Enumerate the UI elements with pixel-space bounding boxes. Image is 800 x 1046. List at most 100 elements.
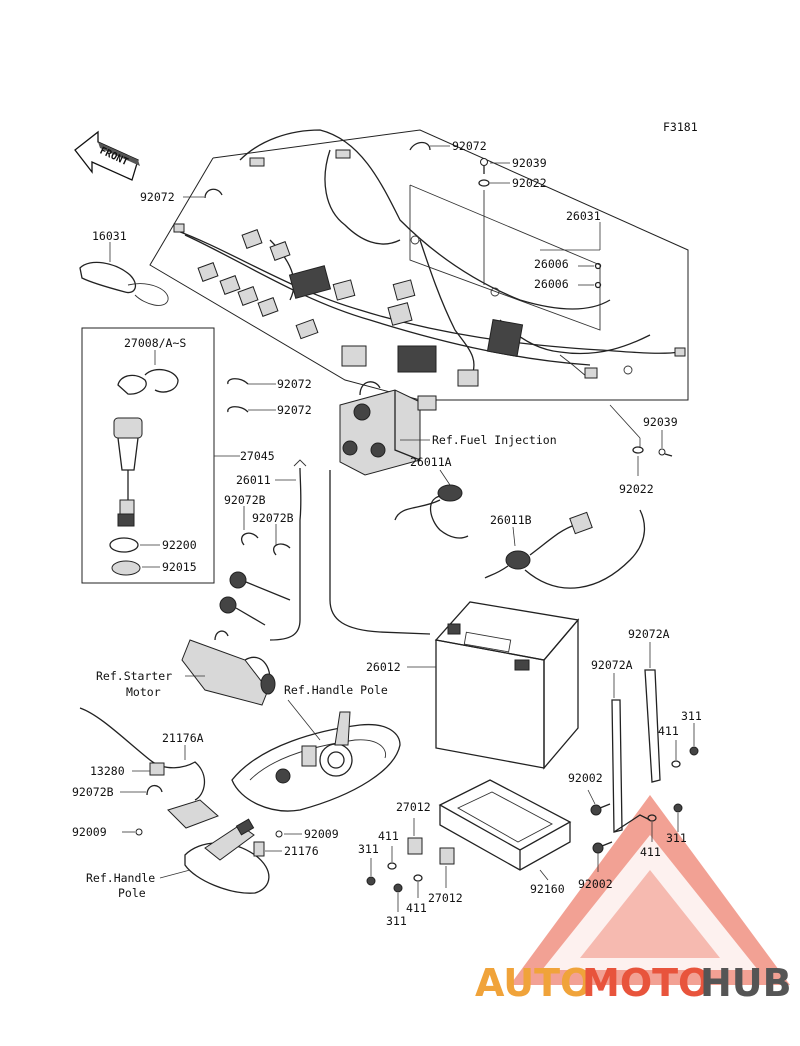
label-92039-top: 92039 bbox=[512, 156, 547, 170]
label-92200: 92200 bbox=[162, 538, 197, 552]
nut-311-a bbox=[689, 746, 699, 756]
label-ref-starter-motor-1: Ref.Starter bbox=[96, 669, 172, 683]
label-411-b: 411 bbox=[640, 845, 661, 859]
label-92022-top: 92022 bbox=[512, 176, 547, 190]
label-27045: 27045 bbox=[240, 449, 275, 463]
battery-tray-92160 bbox=[438, 779, 572, 871]
label-27012-a: 27012 bbox=[396, 800, 431, 814]
battery-26012 bbox=[434, 601, 580, 770]
bolt-26006-b bbox=[594, 281, 602, 289]
label-16031: 16031 bbox=[92, 229, 127, 243]
label-26011a: 26011A bbox=[410, 455, 452, 469]
switch-21176 bbox=[253, 841, 265, 857]
washer-411-d bbox=[413, 874, 423, 882]
bolt-92039-right bbox=[658, 448, 673, 457]
label-13280: 13280 bbox=[90, 764, 125, 778]
label-92072-mid1: 92072 bbox=[277, 377, 312, 391]
nut-311-d bbox=[673, 803, 683, 813]
bracket-92009 bbox=[167, 799, 219, 829]
battery-cable-26011b bbox=[484, 509, 646, 589]
battery-cable-26011a bbox=[394, 484, 469, 539]
label-311-d: 311 bbox=[666, 831, 687, 845]
main-wiring-harness bbox=[149, 129, 689, 401]
battery-cable-26011 bbox=[269, 459, 431, 641]
label-ref-handle-pole-a: Ref.Handle Pole bbox=[284, 683, 388, 697]
handle-pole-upper bbox=[231, 711, 401, 812]
clamp-92072b-a bbox=[241, 532, 259, 546]
label-92039-right: 92039 bbox=[643, 415, 678, 429]
screw-92009-b bbox=[275, 830, 283, 838]
label-92072b-b: 92072B bbox=[252, 511, 294, 525]
watermark-moto: MOTO bbox=[582, 961, 710, 1005]
bracket-27012-a bbox=[407, 837, 423, 855]
grommet-13280 bbox=[149, 762, 165, 776]
label-92072-top: 92072 bbox=[452, 139, 487, 153]
bracket-27012-b bbox=[439, 847, 455, 865]
watermark-auto: AUTO bbox=[475, 961, 592, 1005]
clamp-92072b-c bbox=[146, 784, 163, 796]
strap-92072a-b bbox=[611, 699, 651, 833]
label-92002-b: 92002 bbox=[578, 877, 613, 891]
label-411-d: 411 bbox=[406, 901, 427, 915]
label-411-a: 411 bbox=[658, 724, 679, 738]
clamp-92072-left bbox=[204, 188, 223, 199]
label-ref-handle-pole-2: Pole bbox=[118, 886, 146, 900]
bolt-26006-a bbox=[594, 262, 602, 270]
label-92009-a: 92009 bbox=[72, 825, 107, 839]
front-arrow-icon: FRONT bbox=[74, 130, 140, 181]
label-ref-handle-pole-1: Ref.Handle bbox=[86, 871, 155, 885]
clamp-92072b-b bbox=[273, 543, 291, 556]
screw-92009-a bbox=[135, 828, 143, 836]
nut-92015 bbox=[111, 560, 141, 576]
label-92072b-c: 92072B bbox=[72, 785, 114, 799]
label-26006-b: 26006 bbox=[534, 277, 569, 291]
label-26012: 26012 bbox=[366, 660, 401, 674]
watermark-hub: HUB bbox=[700, 961, 792, 1005]
label-92072a-a: 92072A bbox=[628, 627, 670, 641]
label-411-c: 411 bbox=[378, 829, 399, 843]
label-26011b: 26011B bbox=[490, 513, 532, 527]
washer-92200 bbox=[109, 537, 139, 553]
label-92009-b: 92009 bbox=[304, 827, 339, 841]
label-92072a-b: 92072A bbox=[591, 658, 633, 672]
label-26011: 26011 bbox=[236, 473, 271, 487]
label-21176a: 21176A bbox=[162, 731, 204, 745]
key-fob-16031 bbox=[79, 261, 169, 306]
ignition-switch-box bbox=[81, 327, 215, 584]
bolt-92002-a bbox=[590, 803, 611, 816]
label-92015: 92015 bbox=[162, 560, 197, 574]
label-92160: 92160 bbox=[530, 882, 565, 896]
label-21176: 21176 bbox=[284, 844, 319, 858]
starter-motor bbox=[181, 571, 291, 706]
nut-311-b bbox=[366, 876, 376, 886]
clamp-92072-top bbox=[409, 141, 431, 151]
strap-92072a-a bbox=[644, 669, 661, 783]
label-26006-a: 26006 bbox=[534, 257, 569, 271]
washer-411-a bbox=[671, 760, 681, 768]
washer-411-b bbox=[647, 814, 657, 822]
washer-411-c bbox=[387, 862, 397, 870]
washer-92022-top bbox=[478, 179, 490, 187]
clamp-92072-mid2 bbox=[227, 406, 249, 413]
nut-311-c bbox=[393, 883, 403, 893]
relay-box-assembly bbox=[339, 381, 437, 476]
label-311-c: 311 bbox=[386, 914, 407, 928]
label-311-b: 311 bbox=[358, 842, 379, 856]
watermark-triangle-icon bbox=[510, 795, 790, 985]
clamp-92072-mid1 bbox=[227, 378, 249, 385]
label-26031: 26031 bbox=[566, 209, 601, 223]
label-92002-a: 92002 bbox=[568, 771, 603, 785]
label-27008: 27008/A~S bbox=[124, 336, 186, 350]
label-27012-b: 27012 bbox=[428, 891, 463, 905]
label-92072-mid2: 92072 bbox=[277, 403, 312, 417]
label-ref-fuel-injection: Ref.Fuel Injection bbox=[432, 433, 557, 447]
handle-pole-lower bbox=[184, 818, 270, 894]
washer-92022-right bbox=[632, 446, 644, 454]
figure-code: F3181 bbox=[663, 120, 698, 134]
label-ref-starter-motor-2: Motor bbox=[126, 685, 161, 699]
label-92072-left: 92072 bbox=[140, 190, 175, 204]
label-311-a: 311 bbox=[681, 709, 702, 723]
bolt-92039-top bbox=[480, 158, 488, 174]
